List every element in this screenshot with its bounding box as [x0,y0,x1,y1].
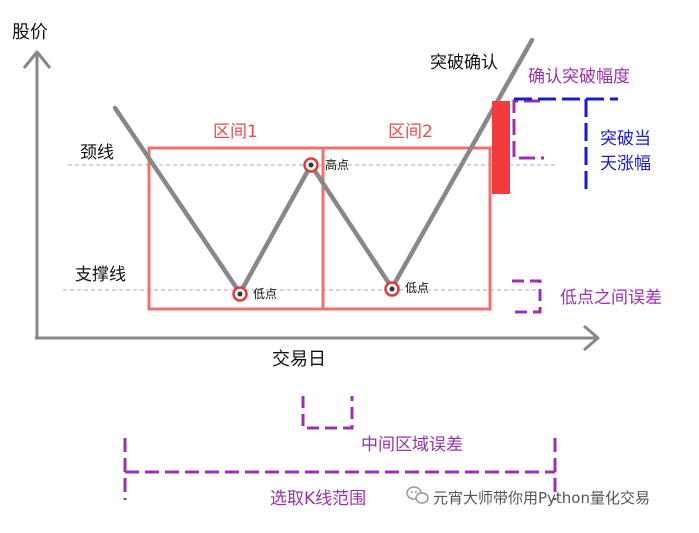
point-low-1 [232,286,248,302]
confirm-breakout-amplitude-label: 确认突破幅度 [528,67,630,87]
point-low-2 [384,281,400,297]
middle-interval-error-bracket [301,396,354,430]
breakout-gain-label-line2: 天涨幅 [600,154,651,174]
point-high [303,157,319,173]
high-point-label: 高点 [325,157,349,172]
x-axis-arrow [583,324,600,352]
low-points-error-label: 低点之间误差 [560,288,662,308]
low-points-error-bracket [512,279,542,314]
wechat-icon [406,486,429,504]
middle-interval-error-label: 中间区域误差 [361,435,463,455]
breakout-gain-label-line1: 突破当 [600,129,651,149]
confirm-amplitude-bracket [512,99,544,160]
watermark: 元宵大师带你用Python量化交易 [406,486,650,507]
breakout-bar [492,101,510,194]
k-range-label: 选取K线范围 [270,489,366,509]
interval-box-2 [321,146,492,311]
y-axis-arrow [22,50,52,69]
interval-2-label: 区间2 [388,122,433,142]
breakout-confirm-label: 突破确认 [430,53,498,73]
axes: 股价 交易日 [12,22,600,370]
support-line-label: 支撑线 [75,265,126,285]
low-point-2-label: 低点 [405,281,429,295]
neckline-label: 颈线 [80,143,114,163]
x-axis-label: 交易日 [272,349,326,370]
low-point-1-label: 低点 [253,287,277,301]
watermark-text: 元宵大师带你用Python量化交易 [433,489,650,507]
interval-1-label: 区间1 [213,122,258,142]
y-axis-label: 股价 [12,22,48,43]
